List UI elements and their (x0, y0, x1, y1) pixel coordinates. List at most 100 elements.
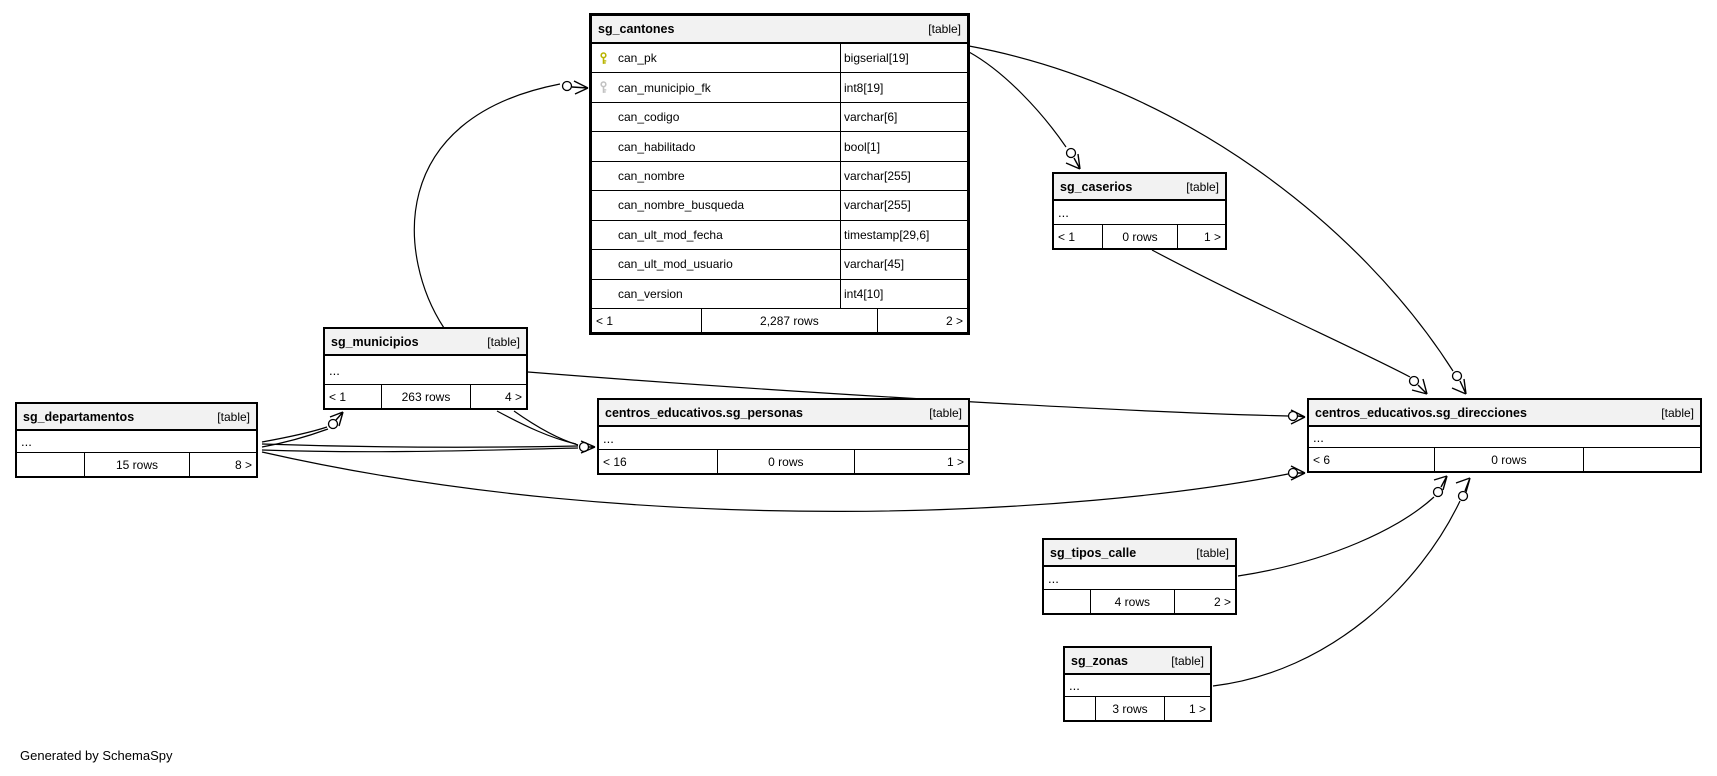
table-header: sg_municipios [table] (325, 329, 526, 356)
table-footer: 3 rows 1 > (1065, 697, 1210, 720)
footer-row-count: 3 rows (1095, 697, 1163, 720)
column-type: int8[19] (840, 73, 967, 102)
table-footer: < 1 2,287 rows 2 > (592, 309, 967, 332)
footer-page-prev: < 1 (1058, 229, 1076, 244)
column-name: can_nombre (618, 168, 685, 183)
footer-row-count: 0 rows (1434, 448, 1583, 471)
footer-row-count: 263 rows (381, 385, 469, 408)
relationship-caserios-direcciones (1151, 249, 1428, 395)
column-type: timestamp[29,6] (840, 220, 967, 250)
column-name: can_municipio_fk (618, 80, 711, 95)
table-badge: [table] (929, 405, 962, 420)
ellipsis-row: ... (1309, 427, 1700, 448)
generator-note: Generated by SchemaSpy (20, 748, 173, 763)
footer-page-next: 8 > (189, 453, 256, 476)
column-row: can_nombre varchar[255] (592, 161, 967, 192)
table-title: sg_zonas (1071, 653, 1128, 668)
relationship-tiposcalle-direcciones (1237, 475, 1448, 577)
table-title: centros_educativos.sg_personas (605, 405, 803, 420)
relationship-departamentos-direcciones (261, 451, 1306, 512)
table-badge: [table] (487, 334, 520, 349)
table-title: sg_caserios (1060, 179, 1133, 194)
table-title: sg_departamentos (23, 409, 135, 424)
table-header: sg_cantones [table] (592, 16, 967, 44)
footer-row-count: 15 rows (83, 453, 189, 476)
column-row: can_municipio_fk int8[19] (592, 73, 967, 103)
column-row: can_ult_mod_fecha timestamp[29,6] (592, 220, 967, 251)
column-name: can_version (618, 286, 683, 301)
footer-row-count: 0 rows (717, 450, 854, 473)
table-badge: [table] (1196, 545, 1229, 560)
footer-page-prev: < 16 (603, 454, 627, 469)
column-type: bigserial[19] (840, 44, 967, 73)
footer-page-prev (1065, 697, 1095, 720)
table-header: sg_zonas [table] (1065, 648, 1210, 675)
table-title: sg_cantones (598, 22, 675, 36)
table-footer: < 1 0 rows 1 > (1054, 225, 1225, 248)
footer-row-count: 0 rows (1101, 225, 1177, 248)
column-type: bool[1] (840, 132, 967, 161)
column-type: int4[10] (840, 279, 967, 308)
footer-page-next: 2 > (1173, 590, 1235, 613)
table-header: centros_educativos.sg_personas [table] (599, 400, 968, 427)
footer-page-prev: < 6 (1313, 452, 1331, 467)
table-node-sg-cantones[interactable]: sg_cantones [table] can_pk bigserial[19]… (589, 13, 970, 335)
table-node-sg-direcciones[interactable]: centros_educativos.sg_direcciones [table… (1307, 398, 1702, 473)
relationship-zonas-direcciones (1212, 477, 1471, 687)
table-node-sg-zonas[interactable]: sg_zonas [table] ... 3 rows 1 > (1063, 646, 1212, 722)
ellipsis-row: ... (1065, 675, 1210, 697)
ellipsis-row: ... (1044, 567, 1235, 590)
column-row: can_nombre_busqueda varchar[255] (592, 191, 967, 221)
footer-page-prev: < 1 (596, 313, 614, 328)
footer-page-prev (1044, 590, 1090, 613)
ellipsis-row: ... (17, 431, 256, 453)
table-badge: [table] (217, 409, 250, 424)
table-node-sg-tipos-calle[interactable]: sg_tipos_calle [table] ... 4 rows 2 > (1042, 538, 1237, 615)
table-badge: [table] (1171, 653, 1204, 668)
column-name: can_ult_mod_usuario (618, 257, 733, 272)
column-rows: can_pk bigserial[19] can_municipio_fk in… (592, 44, 967, 309)
column-row: can_ult_mod_usuario varchar[45] (592, 250, 967, 280)
table-title: sg_municipios (331, 334, 419, 349)
footer-page-next: 1 > (853, 450, 968, 473)
column-name: can_ult_mod_fecha (618, 227, 723, 242)
table-node-sg-personas[interactable]: centros_educativos.sg_personas [table] .… (597, 398, 970, 475)
table-footer: 4 rows 2 > (1044, 590, 1235, 613)
ellipsis-row: ... (599, 427, 968, 450)
foreign-key-icon (597, 81, 612, 94)
column-row: can_codigo varchar[6] (592, 102, 967, 133)
footer-page-next: 2 > (877, 309, 967, 332)
column-row: can_habilitado bool[1] (592, 132, 967, 162)
column-name: can_pk (618, 51, 657, 66)
table-footer: < 16 0 rows 1 > (599, 450, 968, 473)
table-node-sg-departamentos[interactable]: sg_departamentos [table] ... 15 rows 8 > (15, 402, 258, 478)
relationship-into-personas (261, 410, 596, 454)
footer-row-count: 4 rows (1089, 590, 1174, 613)
table-node-sg-municipios[interactable]: sg_municipios [table] ... < 1 263 rows 4… (323, 327, 528, 410)
table-footer: < 1 263 rows 4 > (325, 385, 526, 408)
column-row: can_version int4[10] (592, 279, 967, 309)
table-header: sg_departamentos [table] (17, 404, 256, 431)
table-node-sg-caserios[interactable]: sg_caserios [table] ... < 1 0 rows 1 > (1052, 172, 1227, 250)
footer-page-prev (17, 453, 84, 476)
table-footer: < 6 0 rows (1309, 448, 1700, 471)
relationship-cantones-caserios (968, 51, 1081, 170)
column-type: varchar[255] (840, 191, 967, 220)
relationship-municipios-cantones (413, 80, 589, 329)
column-name: can_nombre_busqueda (618, 198, 745, 213)
relationship-cantones-direcciones (968, 45, 1467, 395)
table-header: centros_educativos.sg_direcciones [table… (1309, 400, 1700, 427)
footer-page-prev: < 1 (329, 389, 347, 404)
table-title: sg_tipos_calle (1050, 545, 1137, 560)
column-name: can_habilitado (618, 139, 696, 154)
table-header: sg_caserios [table] (1054, 174, 1225, 201)
table-title: centros_educativos.sg_direcciones (1315, 405, 1527, 420)
footer-page-next (1582, 448, 1700, 471)
table-badge: [table] (1661, 405, 1694, 420)
footer-page-next: 1 > (1163, 697, 1210, 720)
column-type: varchar[255] (840, 161, 967, 191)
table-badge: [table] (1186, 179, 1219, 194)
table-badge: [table] (928, 22, 961, 36)
